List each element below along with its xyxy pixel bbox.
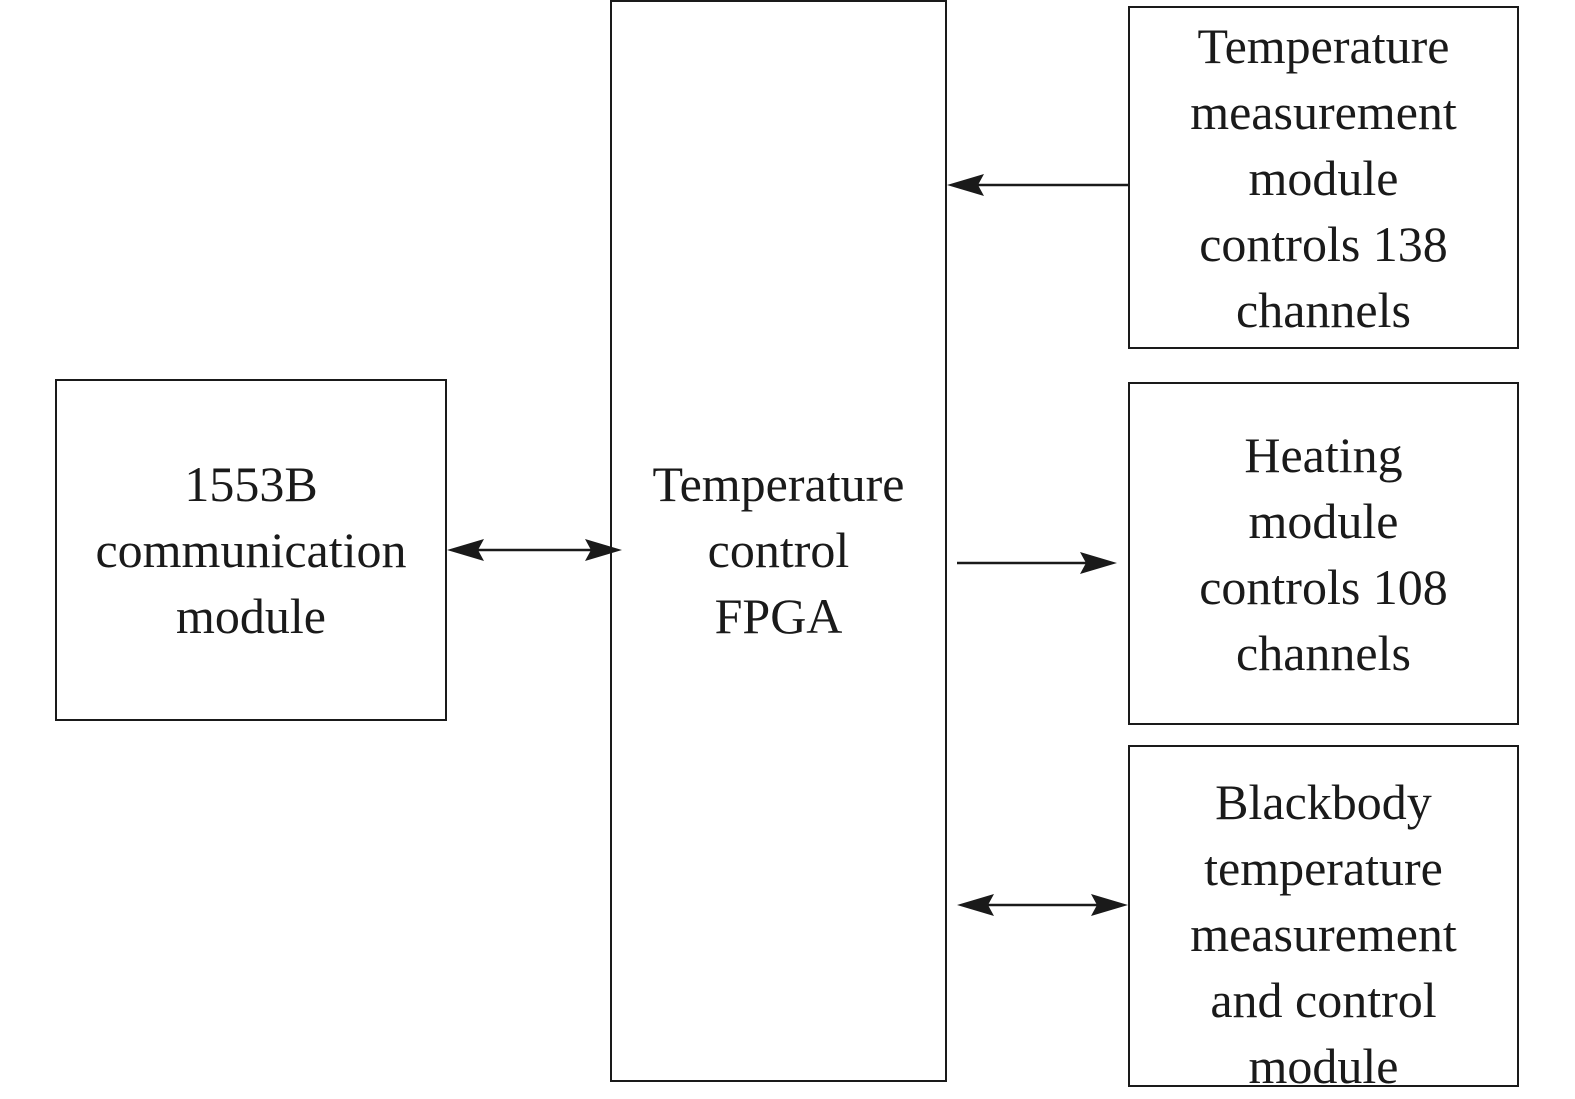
fpga-blackbody-bidirectional-arrow bbox=[957, 894, 1128, 916]
block-label-line: Heating bbox=[1244, 426, 1403, 483]
heating-module-block: Heating module controls 108 channels bbox=[1128, 382, 1519, 725]
fpga-to-heating-arrow bbox=[957, 552, 1117, 574]
block-label-line: module bbox=[1248, 1038, 1399, 1094]
block-label-line: measurement bbox=[1190, 906, 1457, 962]
block-label-line: channels bbox=[1236, 624, 1411, 681]
block-label-line: Temperature bbox=[1197, 17, 1450, 74]
block-label-line: controls 108 bbox=[1199, 558, 1448, 615]
block-label-line: channels bbox=[1236, 281, 1411, 338]
block-label-line: controls 138 bbox=[1199, 215, 1448, 272]
comm-fpga-bidirectional-arrow bbox=[447, 539, 622, 561]
block-label-line: measurement bbox=[1190, 83, 1457, 140]
block-label-line: FPGA bbox=[714, 588, 843, 644]
blackbody-module-block: Blackbody temperature measurement and co… bbox=[1128, 745, 1519, 1094]
communication-module-block: 1553B communication module bbox=[55, 379, 447, 721]
block-label-line: Temperature bbox=[652, 456, 905, 512]
block-label-line: module bbox=[176, 588, 326, 644]
block-label-line: communication bbox=[95, 522, 407, 578]
block-label-line: temperature bbox=[1204, 840, 1443, 896]
block-label-line: and control bbox=[1210, 972, 1437, 1028]
block-label-line: module bbox=[1248, 149, 1399, 206]
temperature-measurement-module-block: Temperature measurement module controls … bbox=[1128, 6, 1519, 349]
block-label-line: control bbox=[707, 522, 850, 578]
temperature-control-fpga-block: Temperature control FPGA bbox=[610, 0, 947, 1082]
temp-measurement-to-fpga-arrow bbox=[947, 174, 1128, 196]
block-label-line: Blackbody bbox=[1215, 774, 1432, 830]
block-label-line: 1553B bbox=[184, 456, 318, 512]
block-label-line: module bbox=[1248, 492, 1399, 549]
